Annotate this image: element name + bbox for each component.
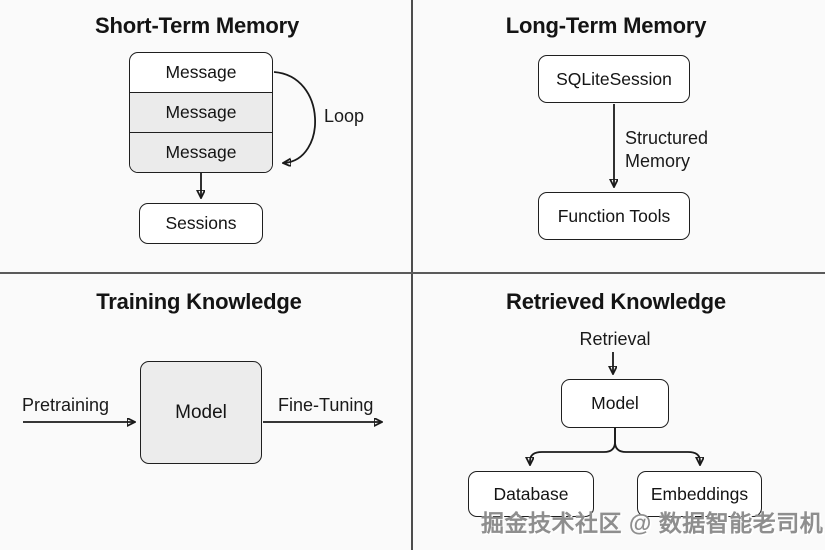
- training-knowledge-title: Training Knowledge: [96, 289, 302, 314]
- model-to-database-arrow: [530, 428, 616, 464]
- database-node: Database: [468, 471, 594, 517]
- sqlitesession-node: SQLiteSession: [538, 55, 690, 103]
- model-to-embeddings-arrow: [614, 428, 700, 464]
- vertical-divider: [411, 0, 413, 550]
- retrieval-label: Retrieval: [579, 329, 651, 349]
- pretraining-label: Pretraining: [22, 395, 110, 415]
- loop-arrow: [273, 71, 316, 163]
- watermark-text: 掘金技术社区 @ 数据智能老司机: [481, 510, 824, 536]
- model-node-retrieved: Model: [561, 379, 669, 428]
- message-node: Message: [130, 92, 272, 132]
- message-stack: Message Message Message: [129, 52, 273, 173]
- short-term-memory-title: Short-Term Memory: [95, 13, 299, 38]
- loop-label: Loop: [324, 106, 365, 126]
- long-term-memory-title: Long-Term Memory: [505, 13, 707, 38]
- embeddings-node: Embeddings: [637, 471, 762, 517]
- horizontal-divider: [0, 272, 825, 274]
- retrieved-knowledge-title: Retrieved Knowledge: [506, 289, 726, 314]
- structured-memory-label: Structured Memory: [625, 128, 709, 171]
- fine-tuning-label: Fine-Tuning: [278, 395, 374, 415]
- message-node: Message: [165, 62, 237, 82]
- model-node-training: Model: [140, 361, 262, 464]
- message-node: Message: [130, 132, 272, 172]
- sessions-node: Sessions: [139, 203, 263, 244]
- function-tools-node: Function Tools: [538, 192, 690, 240]
